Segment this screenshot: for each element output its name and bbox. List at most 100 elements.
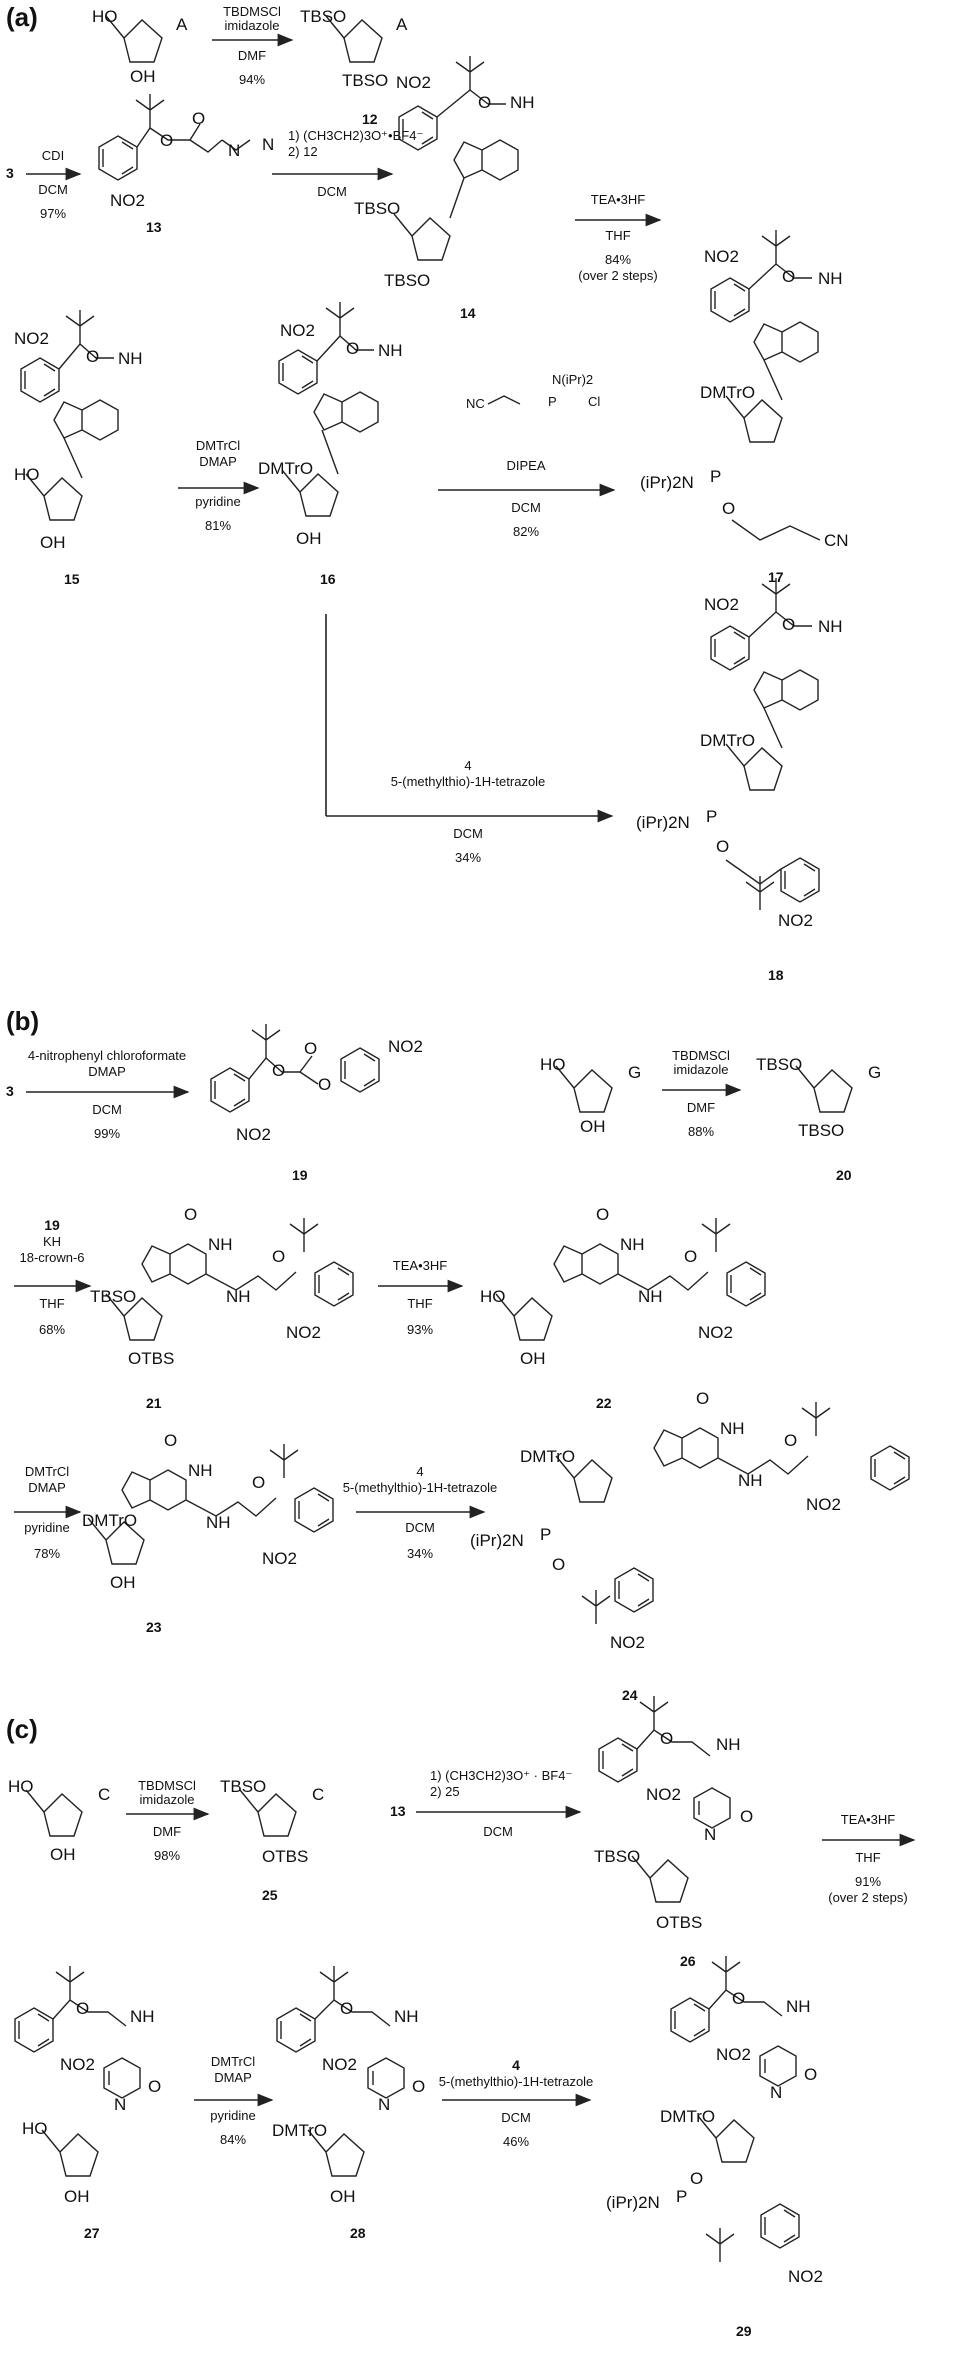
svg-text:97%: 97% [40, 206, 66, 221]
svg-text:O: O [732, 1989, 745, 2008]
svg-text:N: N [704, 1825, 716, 1844]
structure-12: TBSO TBSO A 12 [300, 7, 408, 127]
compound-label-26: 26 [680, 1953, 696, 1969]
structure-18: NO2 O NH DMTrO P (iPr)2N O NO2 18 [636, 577, 843, 983]
svg-text:34%: 34% [455, 850, 481, 865]
svg-text:THF: THF [39, 1296, 64, 1311]
svg-text:19: 19 [44, 1217, 60, 1233]
svg-text:O: O [478, 93, 491, 112]
svg-text:P: P [540, 1525, 551, 1544]
svg-text:TBSO: TBSO [756, 1055, 802, 1074]
svg-text:O: O [272, 1247, 285, 1266]
svg-text:NO2: NO2 [806, 1495, 841, 1514]
svg-text:HO: HO [92, 7, 118, 26]
svg-text:O: O [660, 1729, 673, 1748]
svg-text:4-nitrophenyl chloroformate: 4-nitrophenyl chloroformate [28, 1048, 186, 1063]
svg-text:OH: OH [296, 529, 322, 548]
svg-text:O: O [304, 1039, 317, 1058]
svg-text:OH: OH [520, 1349, 546, 1368]
svg-text:NO2: NO2 [716, 2045, 751, 2064]
panel-b-label: (b) [6, 1006, 39, 1036]
compound-label-3b: 3 [6, 1083, 14, 1099]
svg-text:N: N [770, 2083, 782, 2102]
svg-text:NH: NH [818, 617, 843, 636]
svg-text:4: 4 [416, 1464, 423, 1479]
compound-label-24: 24 [622, 1687, 638, 1703]
svg-text:THF: THF [855, 1850, 880, 1865]
reaction-arrow-a2: CDI DCM 97% [26, 148, 82, 221]
svg-text:NO2: NO2 [60, 2055, 95, 2074]
svg-text:NO2: NO2 [698, 1323, 733, 1342]
svg-text:99%: 99% [94, 1126, 120, 1141]
svg-text:46%: 46% [503, 2134, 529, 2149]
svg-text:NH: NH [378, 341, 403, 360]
svg-text:OH: OH [580, 1117, 606, 1136]
svg-text:O: O [696, 1389, 709, 1408]
svg-text:O: O [164, 1431, 177, 1450]
svg-text:82%: 82% [513, 524, 539, 539]
svg-text:NH: NH [118, 349, 143, 368]
svg-text:DMTrO: DMTrO [660, 2107, 715, 2126]
compound-label-12: 12 [362, 111, 378, 127]
svg-text:NO2: NO2 [646, 1785, 681, 1804]
svg-text:HO: HO [14, 465, 40, 484]
svg-text:TBDMSCl: TBDMSCl [223, 4, 281, 19]
compound-label-16: 16 [320, 571, 336, 587]
svg-text:P: P [676, 2187, 687, 2206]
svg-text:NH: NH [130, 2007, 155, 2026]
reaction-arrow-a6: NC N(iPr)2 P Cl DIPEA DCM 82% [438, 372, 616, 539]
structure-21: O NH NH O NO2 TBSO OTBS 21 [90, 1205, 354, 1411]
svg-text:18-crown-6: 18-crown-6 [19, 1250, 84, 1265]
svg-text:NO2: NO2 [388, 1037, 423, 1056]
svg-text:O: O [340, 1999, 353, 2018]
svg-text:A: A [396, 15, 408, 34]
svg-text:P: P [706, 807, 717, 826]
svg-text:DMF: DMF [153, 1824, 181, 1839]
svg-text:TBDMSCl: TBDMSCl [672, 1048, 730, 1063]
svg-text:O: O [684, 1247, 697, 1266]
reaction-arrow-c2: 1) (CH3CH2)3O⁺ · BF4⁻ 2) 25 DCM [416, 1768, 582, 1839]
panel-c-label: (c) [6, 1714, 38, 1744]
compound-label-23: 23 [146, 1619, 162, 1635]
svg-text:DMTrCl: DMTrCl [196, 438, 240, 453]
svg-text:DCM: DCM [317, 184, 347, 199]
svg-text:4: 4 [464, 758, 471, 773]
svg-text:NH: NH [620, 1235, 645, 1254]
svg-text:O: O [782, 267, 795, 286]
reaction-arrow-b5: DMTrCl DMAP pyridine 78% [14, 1464, 82, 1561]
svg-text:TEA•3HF: TEA•3HF [591, 192, 645, 207]
svg-text:(over 2 steps): (over 2 steps) [578, 268, 657, 283]
structure-20: TBSO TBSO G 20 [756, 1055, 881, 1183]
svg-text:P: P [548, 394, 557, 409]
svg-text:NO2: NO2 [704, 595, 739, 614]
svg-text:TEA•3HF: TEA•3HF [841, 1812, 895, 1827]
reaction-arrow-c3: TEA•3HF THF 91% (over 2 steps) [822, 1812, 916, 1905]
svg-text:TBDMSCl: TBDMSCl [138, 1778, 196, 1793]
svg-text:NO2: NO2 [396, 73, 431, 92]
svg-text:NH: NH [188, 1461, 213, 1480]
svg-text:A: A [176, 15, 188, 34]
compound-label-14: 14 [460, 305, 476, 321]
svg-text:OTBS: OTBS [128, 1349, 174, 1368]
svg-text:DMAP: DMAP [28, 1480, 66, 1495]
svg-text:NH: NH [738, 1471, 763, 1490]
svg-text:O: O [160, 131, 173, 150]
svg-text:DCM: DCM [453, 826, 483, 841]
svg-text:DMTrO: DMTrO [520, 1447, 575, 1466]
svg-text:DMAP: DMAP [199, 454, 237, 469]
structure-28: NO2 O NH O N DMTrO OH 28 [272, 1965, 425, 2241]
reaction-arrow-c1: TBDMSCl imidazole DMF 98% [126, 1778, 210, 1863]
svg-text:DMTrO: DMTrO [82, 1511, 137, 1530]
svg-text:CN: CN [824, 531, 849, 550]
svg-text:68%: 68% [39, 1322, 65, 1337]
reaction-arrow-b3: 19 KH 18-crown-6 THF 68% [14, 1217, 92, 1337]
svg-text:DMTrCl: DMTrCl [211, 2054, 255, 2069]
svg-text:pyridine: pyridine [210, 2108, 256, 2123]
svg-text:4: 4 [512, 2057, 520, 2073]
svg-text:NC: NC [466, 396, 485, 411]
compound-label-13c: 13 [390, 1803, 406, 1819]
svg-text:5-(methylthio)-1H-tetrazole: 5-(methylthio)-1H-tetrazole [343, 1480, 498, 1495]
svg-text:NH: NH [720, 1419, 745, 1438]
svg-text:TEA•3HF: TEA•3HF [393, 1258, 447, 1273]
svg-text:DMTrO: DMTrO [700, 383, 755, 402]
